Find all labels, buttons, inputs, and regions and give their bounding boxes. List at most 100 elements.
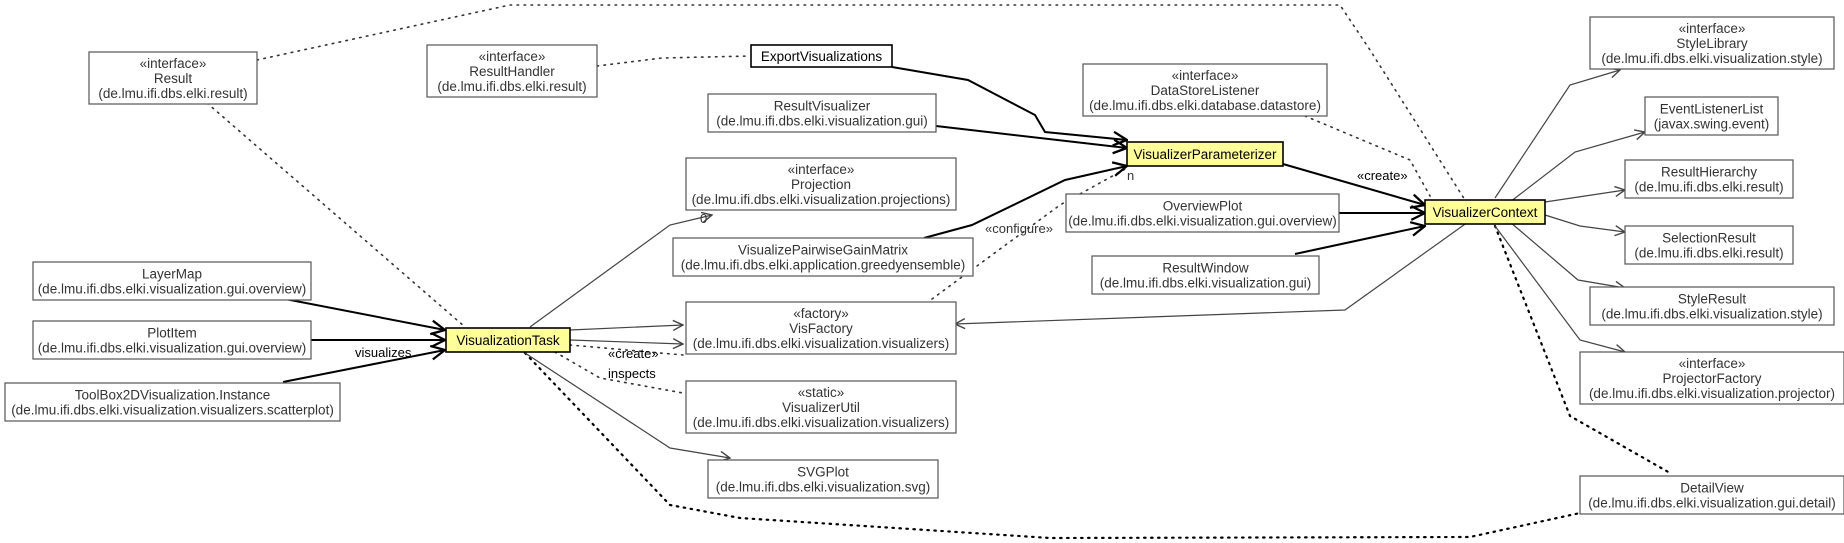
class-box-overview-plot[interactable]: OverviewPlot(de.lmu.ifi.dbs.elki.visuali… (1065, 193, 1340, 233)
result-package: (de.lmu.ifi.dbs.elki.result) (98, 86, 247, 101)
visualizes-label: visualizes (355, 345, 412, 360)
class-box-svg-plot[interactable]: SVGPlot(de.lmu.ifi.dbs.elki.visualizatio… (707, 459, 939, 499)
result-visualizer-package: (de.lmu.ifi.dbs.elki.visualization.gui) (716, 114, 928, 129)
class-box-result-visualizer[interactable]: ResultVisualizer(de.lmu.ifi.dbs.elki.vis… (707, 93, 937, 133)
edge-visualizer-context-to-vis-factory (955, 221, 1469, 324)
edge-result-handler-to-export-visualizations (596, 55, 751, 67)
edge-visualization-task-to-vis-factory-1 (569, 325, 683, 330)
event-listener-list-package: (javax.swing.event) (1654, 117, 1770, 132)
visualizer-context-name: VisualizerContext (1433, 205, 1538, 220)
detail-view-package: (de.lmu.ifi.dbs.elki.visualization.gui.d… (1588, 496, 1836, 511)
visualizer-parameterizer-name: VisualizerParameterizer (1133, 147, 1277, 162)
plot-item-package: (de.lmu.ifi.dbs.elki.visualization.gui.o… (38, 341, 307, 356)
class-box-layer-map[interactable]: LayerMap(de.lmu.ifi.dbs.elki.visualizati… (32, 261, 312, 301)
vis-factory-package: (de.lmu.ifi.dbs.elki.visualization.visua… (693, 336, 950, 351)
style-library-name: StyleLibrary (1676, 36, 1748, 51)
result-handler-package: (de.lmu.ifi.dbs.elki.result) (437, 79, 586, 94)
configure-label: «configure» (985, 221, 1053, 236)
projection-name: Projection (791, 177, 851, 192)
class-box-result[interactable]: «interface»Result(de.lmu.ifi.dbs.elki.re… (88, 51, 258, 105)
export-visualizations-name: ExportVisualizations (761, 49, 883, 64)
edge-export-visualizations-to-visualizer-parameterizer (891, 66, 1127, 140)
class-box-projection[interactable]: «interface»Projection(de.lmu.ifi.dbs.elk… (685, 157, 957, 211)
detail-view-name: DetailView (1680, 481, 1744, 496)
visualizer-util-stereotype: «static» (798, 385, 845, 400)
svg-plot-package: (de.lmu.ifi.dbs.elki.visualization.svg) (716, 480, 931, 495)
edge-visualization-task-to-vis-factory-2 (569, 340, 683, 344)
edge-result-to-visualization-task (206, 102, 466, 328)
class-box-detail-view[interactable]: DetailView(de.lmu.ifi.dbs.elki.visualiza… (1579, 475, 1844, 515)
edge-toolbox-instance-to-visualization-task (282, 350, 445, 383)
selection-result-name: SelectionResult (1662, 231, 1756, 246)
edge-labels: visualizes «create» inspects «configure»… (355, 168, 1408, 381)
projector-factory-stereotype: «interface» (1679, 356, 1746, 371)
edge-visualizer-context-to-projector-factory (1494, 225, 1625, 352)
edge-visualization-task-create-vis-factory (569, 344, 684, 356)
event-listener-list-name: EventListenerList (1660, 102, 1764, 117)
class-box-toolbox-instance[interactable]: ToolBox2DVisualization.Instance(de.lmu.i… (4, 382, 341, 422)
toolbox-instance-name: ToolBox2DVisualization.Instance (75, 388, 271, 403)
edge-data-store-listener-to-visualizer-context (1304, 115, 1431, 197)
layer-map-name: LayerMap (142, 267, 202, 282)
class-box-export-visualizations[interactable]: ExportVisualizations (750, 44, 893, 68)
result-handler-name: ResultHandler (469, 64, 555, 79)
visualize-pairwise-gain-matrix-package: (de.lmu.ifi.dbs.elki.application.greedye… (681, 258, 965, 273)
class-box-result-handler[interactable]: «interface»ResultHandler(de.lmu.ifi.dbs.… (426, 44, 598, 98)
edge-vis-factory-configure-visualizer-parameterizer (931, 167, 1128, 300)
visualize-pairwise-gain-matrix-name: VisualizePairwiseGainMatrix (738, 243, 908, 258)
result-window-name: ResultWindow (1162, 261, 1249, 276)
plot-item-name: PlotItem (147, 326, 197, 341)
result-name: Result (154, 71, 193, 86)
style-result-package: (de.lmu.ifi.dbs.elki.visualization.style… (1601, 307, 1822, 322)
class-box-vis-factory[interactable]: «factory»VisFactory(de.lmu.ifi.dbs.elki.… (685, 301, 957, 355)
vis-factory-stereotype: «factory» (793, 306, 849, 321)
result-window-package: (de.lmu.ifi.dbs.elki.visualization.gui) (1100, 276, 1312, 291)
class-box-result-window[interactable]: ResultWindow(de.lmu.ifi.dbs.elki.visuali… (1091, 255, 1320, 295)
class-box-style-library[interactable]: «interface»StyleLibrary(de.lmu.ifi.dbs.e… (1589, 16, 1835, 70)
edge-visualization-task-to-detail-view (523, 351, 1582, 540)
layer-map-package: (de.lmu.ifi.dbs.elki.visualization.gui.o… (38, 282, 307, 297)
class-box-visualizer-util[interactable]: «static»VisualizerUtil(de.lmu.ifi.dbs.el… (685, 380, 957, 434)
selection-result-package: (de.lmu.ifi.dbs.elki.result) (1634, 246, 1783, 261)
class-box-visualization-task[interactable]: VisualizationTask (445, 327, 571, 353)
edge-visualizer-context-to-style-library (1494, 70, 1620, 199)
result-handler-stereotype: «interface» (479, 49, 546, 64)
data-store-listener-stereotype: «interface» (1172, 68, 1239, 83)
multiplicity-0-label: 0 (700, 211, 707, 226)
edge-result-visualizer-to-visualizer-parameterizer (935, 125, 1127, 148)
class-box-event-listener-list[interactable]: EventListenerList(javax.swing.event) (1644, 96, 1779, 136)
inspects-label: inspects (608, 366, 656, 381)
create-context-label: «create» (1357, 168, 1408, 183)
projection-package: (de.lmu.ifi.dbs.elki.visualization.proje… (692, 192, 951, 207)
class-box-visualizer-context[interactable]: VisualizerContext (1424, 199, 1546, 225)
multiplicity-n-label: n (1127, 168, 1134, 183)
class-box-projector-factory[interactable]: «interface»ProjectorFactory(de.lmu.ifi.d… (1579, 351, 1844, 405)
class-box-data-store-listener[interactable]: «interface»DataStoreListener(de.lmu.ifi.… (1082, 63, 1328, 117)
edge-result-window-to-visualizer-context (1294, 226, 1425, 255)
class-box-plot-item[interactable]: PlotItem(de.lmu.ifi.dbs.elki.visualizati… (32, 320, 312, 360)
style-result-name: StyleResult (1678, 292, 1747, 307)
class-box-selection-result[interactable]: SelectionResult(de.lmu.ifi.dbs.elki.resu… (1624, 225, 1794, 265)
result-hierarchy-package: (de.lmu.ifi.dbs.elki.result) (1634, 180, 1783, 195)
class-box-style-result[interactable]: StyleResult(de.lmu.ifi.dbs.elki.visualiz… (1589, 286, 1835, 326)
visualizer-util-package: (de.lmu.ifi.dbs.elki.visualization.visua… (693, 415, 950, 430)
class-box-visualize-pairwise-gain-matrix[interactable]: VisualizePairwiseGainMatrix(de.lmu.ifi.d… (672, 237, 974, 277)
edge-visualizer-context-to-detail-view (1493, 224, 1672, 475)
edge-layer-map-to-visualization-task (279, 297, 445, 330)
data-store-listener-name: DataStoreListener (1151, 83, 1260, 98)
overview-plot-package: (de.lmu.ifi.dbs.elki.visualization.gui.o… (1068, 214, 1337, 229)
visualization-task-name: VisualizationTask (456, 333, 560, 348)
edge-visualizer-parameterizer-create-visualizer-context (1282, 163, 1425, 205)
edge-visualizer-context-to-event-listener-list (1509, 132, 1645, 203)
visualizer-util-name: VisualizerUtil (782, 400, 860, 415)
create-task-label: «create» (608, 346, 659, 361)
projector-factory-package: (de.lmu.ifi.dbs.elki.visualization.proje… (1589, 386, 1835, 401)
edge-visualizer-context-to-selection-result (1544, 214, 1625, 232)
class-box-result-hierarchy[interactable]: ResultHierarchy(de.lmu.ifi.dbs.elki.resu… (1624, 159, 1794, 199)
style-library-stereotype: «interface» (1679, 21, 1746, 36)
result-visualizer-name: ResultVisualizer (774, 99, 871, 114)
style-library-package: (de.lmu.ifi.dbs.elki.visualization.style… (1601, 51, 1822, 66)
vis-factory-name: VisFactory (789, 321, 853, 336)
class-box-visualizer-parameterizer[interactable]: VisualizerParameterizer (1126, 141, 1284, 167)
